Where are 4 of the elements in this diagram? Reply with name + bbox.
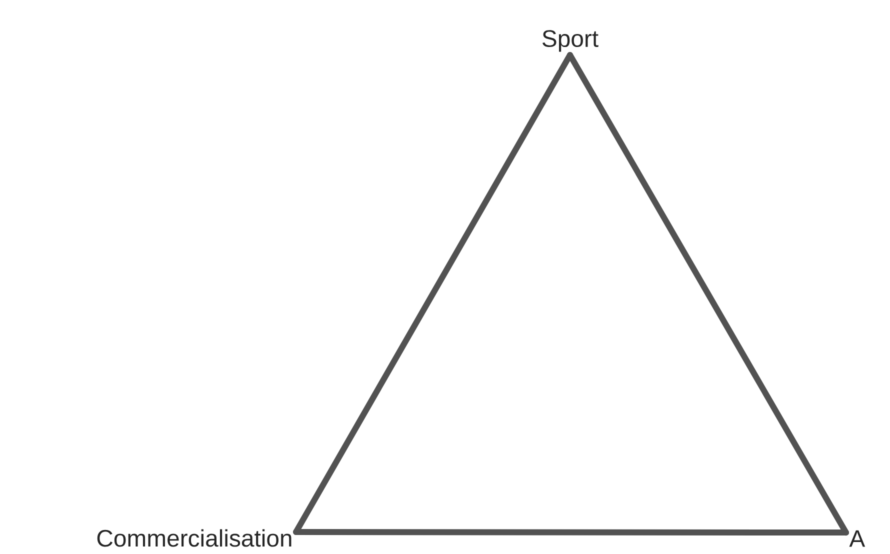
corner-label: A	[849, 530, 866, 547]
triangle-side	[567, 52, 849, 536]
corner-label: Commercialisation	[97, 529, 292, 547]
corner-label: Sport	[542, 30, 598, 52]
